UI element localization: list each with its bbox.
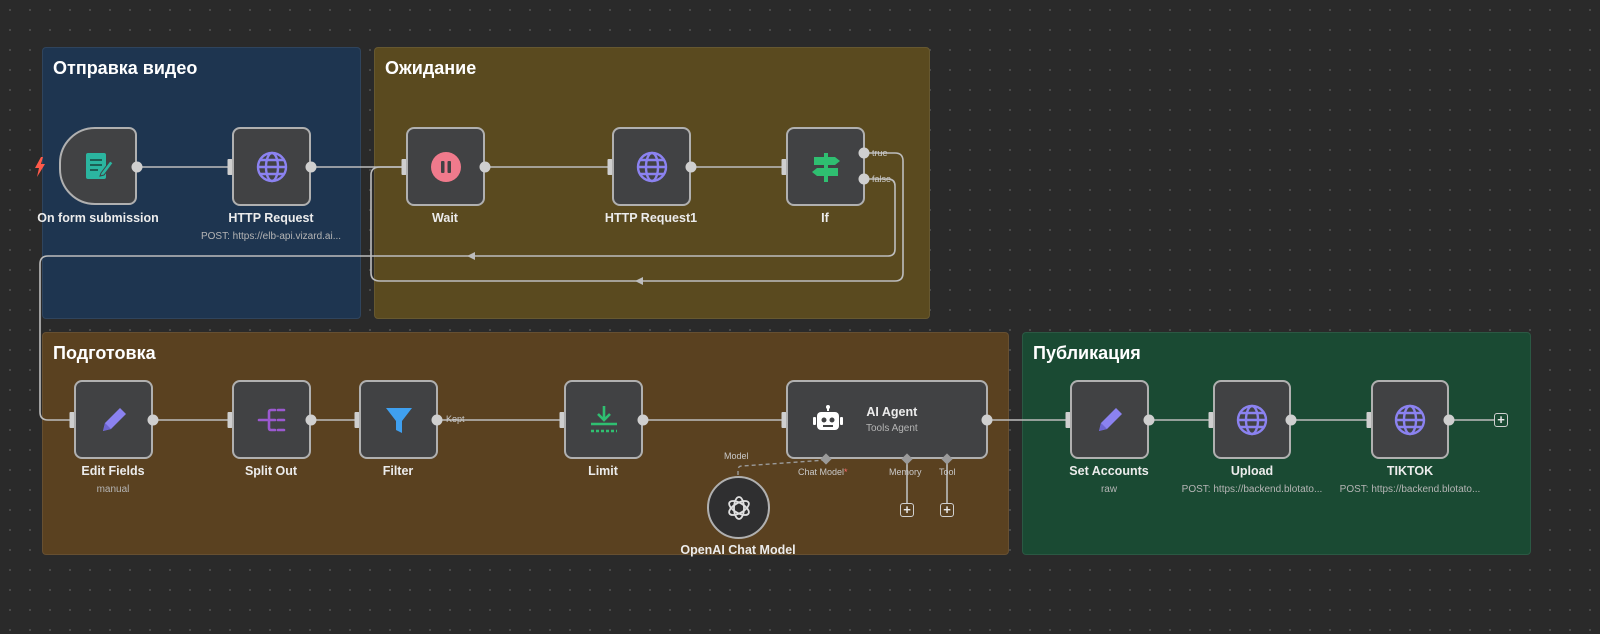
node-label: Filter <box>382 464 414 478</box>
agent-text: AI Agent Tools Agent <box>866 405 918 434</box>
port-label-false: false <box>872 174 892 184</box>
add-node-button[interactable]: + <box>1494 413 1508 427</box>
node-label: AI Agent <box>866 405 918 419</box>
output-port[interactable] <box>431 414 443 426</box>
group-title: Ожидание <box>385 58 477 78</box>
node-label: Set Accounts <box>1069 464 1149 478</box>
output-port-true[interactable] <box>858 147 870 159</box>
input-port[interactable] <box>1366 412 1372 428</box>
port-label-kept: Kept <box>446 414 465 424</box>
node-http-request1[interactable] <box>612 127 691 206</box>
node-on-form-submission[interactable] <box>59 127 137 205</box>
port-label-true: true <box>872 148 888 158</box>
form-icon <box>86 153 114 179</box>
input-port[interactable] <box>781 412 787 428</box>
port-label-memory: Memory <box>889 467 922 477</box>
add-tool-button[interactable]: + <box>940 503 954 517</box>
required-mark: * <box>844 467 848 477</box>
node-set-accounts[interactable] <box>1070 380 1149 459</box>
input-port[interactable] <box>559 412 565 428</box>
output-port[interactable] <box>1285 414 1297 426</box>
input-port[interactable] <box>354 412 360 428</box>
port-label-tool: Tool <box>939 467 956 477</box>
port-label-text: Chat Model <box>798 467 845 477</box>
signpost-icon <box>811 152 840 182</box>
input-port[interactable] <box>1065 412 1071 428</box>
node-subtitle: POST: https://backend.blotato... <box>1339 484 1481 495</box>
output-port[interactable] <box>131 161 143 173</box>
output-port[interactable] <box>147 414 159 426</box>
node-subtitle: raw <box>1100 484 1118 495</box>
port-label-model: Model <box>724 451 749 461</box>
node-label: TIKTOK <box>1386 464 1434 478</box>
node-filter[interactable] <box>359 380 438 459</box>
split-icon <box>257 408 285 431</box>
port-label-chat-model: Chat Model* <box>798 467 848 477</box>
node-if[interactable] <box>786 127 865 206</box>
group-title: Публикация <box>1033 343 1141 363</box>
node-wait[interactable] <box>406 127 485 206</box>
node-label: Edit Fields <box>81 464 145 478</box>
input-port[interactable] <box>781 159 787 175</box>
input-port[interactable] <box>227 159 233 175</box>
filter-icon <box>385 407 412 433</box>
node-subtitle: manual <box>96 484 130 495</box>
node-label: Wait <box>432 211 458 225</box>
node-label: HTTP Request1 <box>604 211 698 225</box>
node-label: On form submission <box>37 211 159 225</box>
output-port[interactable] <box>981 414 993 426</box>
globe-icon <box>636 151 667 182</box>
output-port[interactable] <box>305 161 317 173</box>
globe-icon <box>1394 404 1426 435</box>
output-port-false[interactable] <box>858 173 870 185</box>
input-port[interactable] <box>69 412 75 428</box>
input-port[interactable] <box>401 159 407 175</box>
node-limit[interactable] <box>564 380 643 459</box>
output-port[interactable] <box>1443 414 1455 426</box>
node-label: If <box>821 211 829 225</box>
node-ai-agent[interactable]: AI Agent Tools Agent <box>786 380 988 459</box>
pencil-icon <box>102 407 126 431</box>
globe-icon <box>256 151 287 182</box>
group-title: Отправка видео <box>53 58 198 78</box>
limit-icon <box>590 405 617 432</box>
input-port[interactable] <box>227 412 233 428</box>
openai-icon <box>727 495 750 520</box>
bolt-icon <box>35 157 45 177</box>
output-port[interactable] <box>479 161 491 173</box>
node-edit-fields[interactable] <box>74 380 153 459</box>
add-memory-button[interactable]: + <box>900 503 914 517</box>
node-label: Limit <box>588 464 618 478</box>
node-subtitle: POST: https://elb-api.vizard.ai... <box>200 231 342 242</box>
node-label: HTTP Request <box>228 211 314 225</box>
group-title: Подготовка <box>53 343 156 363</box>
output-port[interactable] <box>1143 414 1155 426</box>
pencil-icon <box>1098 407 1122 431</box>
input-port[interactable] <box>1208 412 1214 428</box>
output-port[interactable] <box>637 414 649 426</box>
node-label: OpenAI Chat Model <box>680 543 796 557</box>
node-label: Split Out <box>244 464 298 478</box>
input-port[interactable] <box>607 159 613 175</box>
node-subtitle: POST: https://backend.blotato... <box>1181 484 1323 495</box>
pause-icon <box>430 151 461 182</box>
globe-icon <box>1236 404 1268 435</box>
output-port[interactable] <box>685 161 697 173</box>
robot-icon <box>813 404 843 430</box>
node-http-request[interactable] <box>232 127 311 206</box>
node-split-out[interactable] <box>232 380 311 459</box>
node-subtitle: Tools Agent <box>866 423 918 434</box>
node-tiktok[interactable] <box>1371 380 1449 459</box>
node-openai-chat-model[interactable] <box>707 476 770 539</box>
node-label: Upload <box>1230 464 1274 478</box>
output-port[interactable] <box>305 414 317 426</box>
node-upload[interactable] <box>1213 380 1291 459</box>
